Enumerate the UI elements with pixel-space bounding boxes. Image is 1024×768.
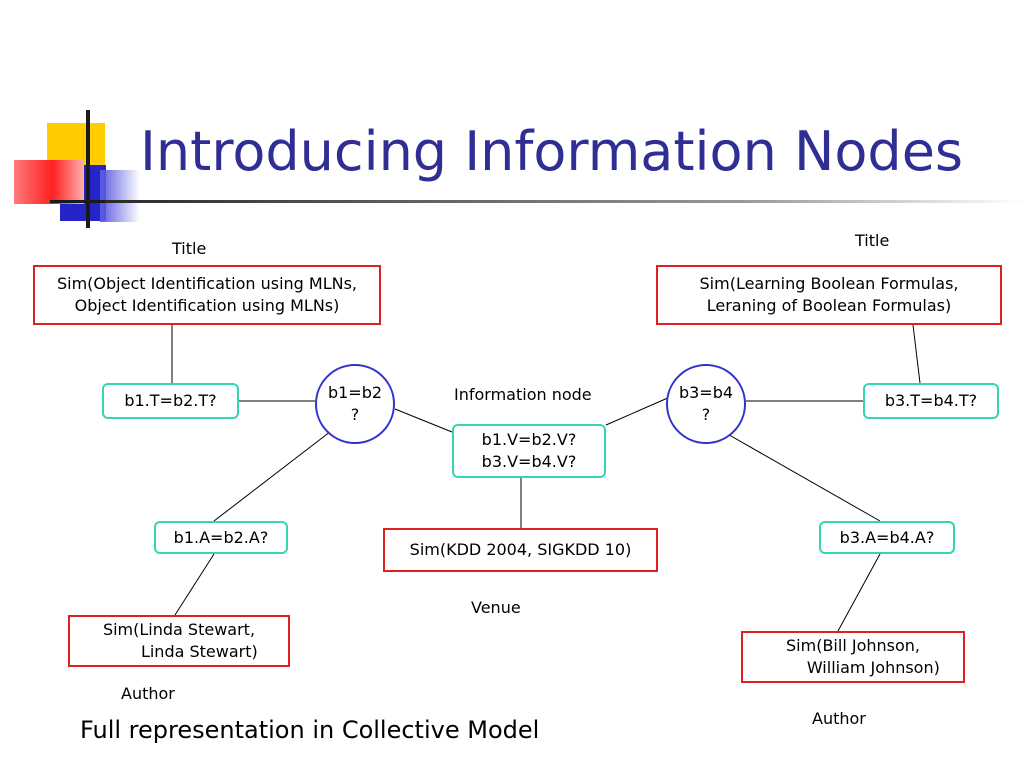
- attr-box-b1-author: b1.A=b2.A?: [154, 521, 288, 554]
- title-underline-rule: [105, 200, 1024, 203]
- label-venue: Venue: [471, 598, 521, 617]
- decor-blue-fade: [100, 170, 140, 222]
- attr-box-b1-title: b1.T=b2.T?: [102, 383, 239, 419]
- slide-caption: Full representation in Collective Model: [80, 716, 540, 744]
- sim-box-author-right: Sim(Bill Johnson, William Johnson): [741, 631, 965, 683]
- match-node-b1-b2: b1=b2 ?: [315, 364, 395, 444]
- sim-box-venue: Sim(KDD 2004, SIGKDD 10): [383, 528, 658, 572]
- edge-node-b3b4-to-b3A: [723, 431, 881, 522]
- attr-box-b3-title: b3.T=b4.T?: [863, 383, 999, 419]
- edge-b3A-to-author-right: [837, 553, 881, 632]
- edge-titlebox-right-to-b3T: [912, 324, 921, 384]
- edge-b1A-to-author-left: [174, 553, 215, 616]
- label-author-right: Author: [812, 709, 866, 728]
- label-information-node: Information node: [454, 385, 592, 404]
- edge-node-b1b2-to-b1A: [213, 427, 336, 522]
- slide-title: Introducing Information Nodes: [140, 120, 964, 183]
- label-author-left: Author: [121, 684, 175, 703]
- sim-box-author-left: Sim(Linda Stewart, Linda Stewart): [68, 615, 290, 667]
- sim-box-title-right: Sim(Learning Boolean Formulas, Leraning …: [656, 265, 1002, 325]
- decor-horizontal-line: [50, 200, 130, 203]
- edge-node-b1b2-to-venue: [394, 408, 453, 433]
- label-title-right: Title: [855, 231, 890, 250]
- match-node-b3-b4: b3=b4 ?: [666, 364, 746, 444]
- decor-vertical-line: [86, 110, 90, 228]
- info-node-venue: b1.V=b2.V? b3.V=b4.V?: [452, 424, 606, 478]
- decor-red-square: [14, 160, 84, 204]
- label-title-left: Title: [172, 239, 207, 258]
- sim-box-title-left: Sim(Object Identification using MLNs, Ob…: [33, 265, 381, 325]
- edge-venue-to-node-b3b4: [605, 396, 671, 426]
- attr-box-b3-author: b3.A=b4.A?: [819, 521, 955, 554]
